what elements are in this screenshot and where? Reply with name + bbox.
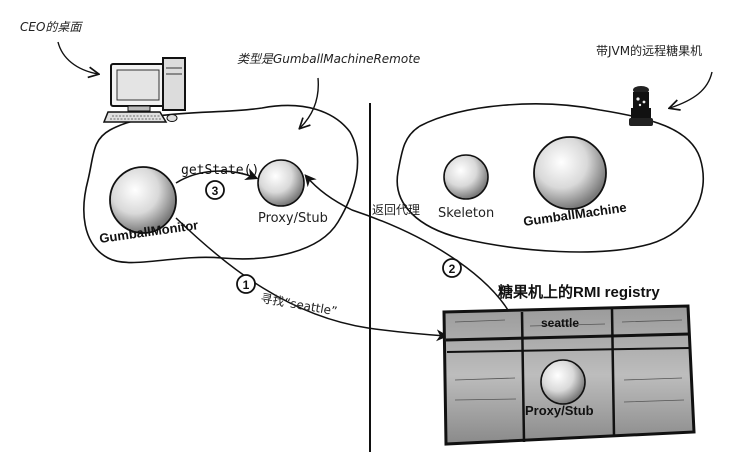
ceo-desktop-label: CEO的桌面	[20, 20, 83, 34]
ceo-pointer-arrow	[57, 41, 98, 74]
gumball-machine-icon	[629, 86, 653, 126]
step-1-number: 1	[243, 278, 250, 292]
type-pointer-arrow	[300, 77, 319, 128]
lookup-label: 寻找“seattle”	[259, 291, 338, 318]
return-proxy-label: 返回代理	[372, 203, 420, 217]
client-heap-outline	[83, 104, 359, 264]
gumball-monitor-ball	[109, 166, 177, 234]
server-heap-outline	[396, 103, 705, 253]
get-state-arrow	[175, 168, 259, 184]
step-1-badge	[236, 274, 256, 294]
skeleton-label: Skeleton	[438, 206, 494, 221]
return-proxy-arrow	[304, 174, 519, 331]
computer-icon	[102, 57, 186, 123]
proxy-stub-client-ball	[257, 159, 305, 207]
jvm-pointer-arrow	[670, 71, 713, 108]
step-3-badge	[205, 180, 225, 200]
proxy-stub-client-label: Proxy/Stub	[258, 211, 328, 226]
type-label: 类型是GumballMachineRemote	[237, 52, 420, 66]
skeleton-ball	[443, 154, 489, 200]
step-2-number: 2	[449, 262, 456, 276]
remote-jvm-label: 带JVM的远程糖果机	[596, 43, 702, 58]
proxy-stub-registry-ball	[540, 359, 586, 405]
gumball-machine-ball	[533, 136, 607, 210]
proxy-stub-registry-label: Proxy/Stub	[525, 403, 594, 418]
lookup-arrow	[175, 217, 449, 342]
step-3-number: 3	[212, 184, 219, 198]
get-state-label: getState()	[181, 163, 259, 178]
rmi-registry-label: 糖果机上的RMI registry	[498, 283, 660, 301]
registry-entry-name: seattle	[541, 316, 579, 330]
step-2-badge	[442, 258, 462, 278]
